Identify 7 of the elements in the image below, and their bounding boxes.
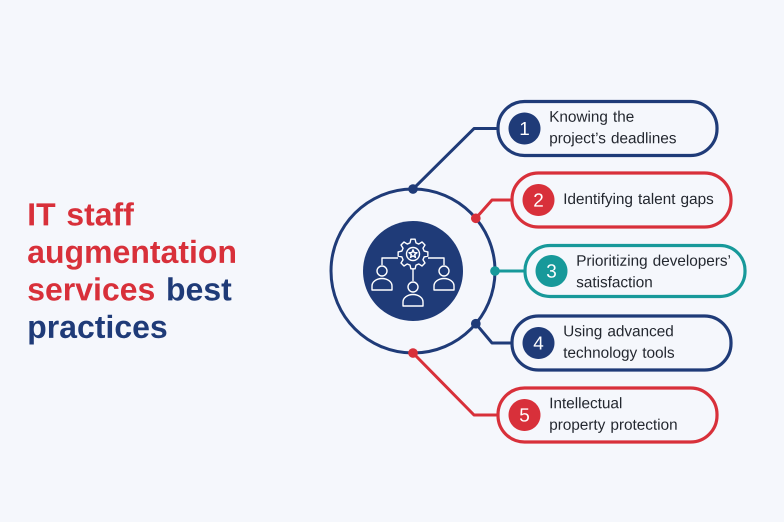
connector xyxy=(408,348,498,416)
title: IT staff augmentation services best practices xyxy=(28,202,235,345)
connector xyxy=(408,127,498,194)
connector xyxy=(471,198,512,224)
connector xyxy=(490,266,525,276)
ring xyxy=(330,188,496,354)
connector xyxy=(471,318,512,344)
